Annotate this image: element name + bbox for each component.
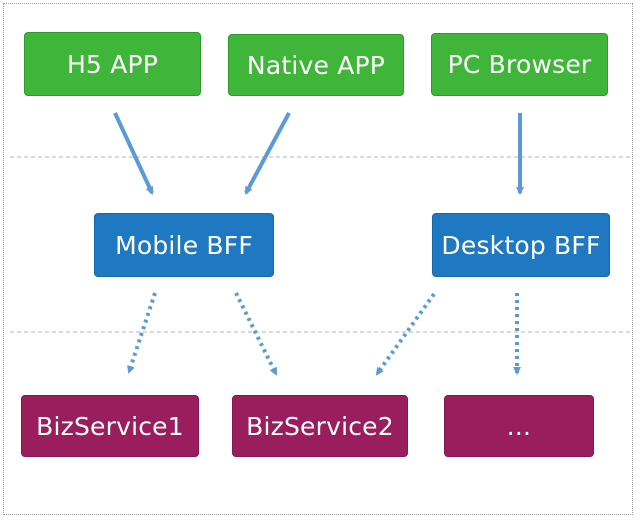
desktop-bff-label: Desktop BFF — [441, 230, 601, 260]
desktop-bff: Desktop BFF — [432, 213, 610, 277]
edge-mobile-bff-to-bizservice2 — [234, 292, 278, 376]
client-pc-browser: PC Browser — [431, 33, 608, 96]
client-native-app-label: Native APP — [246, 50, 386, 80]
edge-desktop-bff-to-bizservice2 — [375, 292, 436, 376]
client-pc-browser-label: PC Browser — [447, 50, 592, 79]
client-native-app: Native APP — [228, 34, 404, 96]
mobile-bff: Mobile BFF — [94, 213, 274, 277]
bizservice1: BizService1 — [21, 395, 199, 457]
edge-native-to-mobile-bff — [244, 112, 291, 195]
client-h5-app: H5 APP — [24, 32, 201, 96]
diagram-frame — [3, 3, 633, 515]
bizservice2-label: BizService2 — [246, 411, 394, 441]
more-services: ... — [444, 395, 594, 457]
client-h5-app-label: H5 APP — [66, 49, 159, 79]
edge-h5-to-mobile-bff — [113, 112, 154, 195]
more-services-label: ... — [506, 411, 532, 441]
bizservice2: BizService2 — [232, 395, 408, 457]
mobile-bff-label: Mobile BFF — [115, 230, 253, 260]
bizservice1-label: BizService1 — [36, 411, 184, 441]
